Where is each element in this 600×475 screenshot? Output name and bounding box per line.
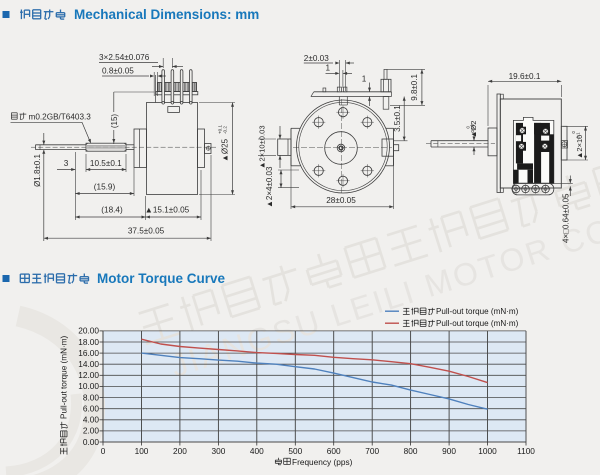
svg-text:▲2×10: ▲2×10 [575, 135, 584, 159]
svg-text:12.00: 12.00 [78, 370, 99, 380]
svg-text:1100: 1100 [517, 446, 535, 456]
svg-text:8.00: 8.00 [83, 392, 100, 402]
svg-text:900: 900 [442, 446, 456, 456]
svg-text:3: 3 [64, 159, 69, 168]
svg-text:Mechanical Dimensions: mm: Mechanical Dimensions: mm [74, 7, 259, 22]
svg-text:700: 700 [365, 446, 379, 456]
svg-text:9.8±0.1: 9.8±0.1 [410, 74, 419, 101]
svg-text:Pull-out torque (mN·m): Pull-out torque (mN·m) [436, 319, 519, 328]
svg-text:(15.9): (15.9) [94, 183, 116, 192]
svg-text:Pull-out torque (mN·m): Pull-out torque (mN·m) [60, 335, 69, 419]
svg-text:▲15.1±0.05: ▲15.1±0.05 [145, 206, 190, 215]
svg-text:+0.1: +0.1 [218, 124, 223, 134]
svg-text:1000: 1000 [478, 446, 497, 456]
svg-text:0: 0 [101, 446, 106, 456]
svg-text:500: 500 [288, 446, 302, 456]
svg-text:200: 200 [173, 446, 187, 456]
svg-text:1: 1 [326, 64, 331, 73]
svg-text:100: 100 [135, 446, 149, 456]
svg-text:300: 300 [211, 446, 225, 456]
svg-text:4×□0.64±0.05: 4×□0.64±0.05 [561, 193, 570, 243]
svg-text:0.00: 0.00 [83, 437, 100, 447]
svg-text:(18.4): (18.4) [101, 206, 123, 215]
svg-text:3.5±0.1: 3.5±0.1 [393, 105, 402, 132]
svg-text:-0.2: -0.2 [223, 126, 228, 134]
svg-text:18.00: 18.00 [78, 337, 99, 347]
svg-text:20.00: 20.00 [78, 326, 99, 336]
svg-text:Motor Torque Curve: Motor Torque Curve [97, 271, 225, 286]
svg-text:14.00: 14.00 [78, 359, 99, 369]
svg-text:16.00: 16.00 [78, 348, 99, 358]
svg-text:28±0.05: 28±0.05 [326, 196, 356, 205]
svg-text:Frequency (pps): Frequency (pps) [292, 457, 353, 467]
svg-text:800: 800 [404, 446, 418, 456]
svg-text:600: 600 [327, 446, 341, 456]
svg-text:0: 0 [466, 126, 471, 129]
svg-text:▲Ø25: ▲Ø25 [221, 138, 230, 162]
svg-text:▲2×4±0.03: ▲2×4±0.03 [265, 166, 274, 208]
svg-text:10.5±0.1: 10.5±0.1 [90, 159, 122, 168]
svg-text:400: 400 [250, 446, 264, 456]
svg-text:19.6±0.1: 19.6±0.1 [509, 72, 541, 81]
svg-text:37.5±0.05: 37.5±0.05 [128, 227, 165, 236]
svg-text:4.00: 4.00 [83, 415, 100, 425]
svg-text:3×2.54±0.076: 3×2.54±0.076 [99, 53, 150, 62]
svg-text:(15): (15) [110, 114, 119, 129]
svg-text:▲2×10±0.03: ▲2×10±0.03 [258, 125, 267, 169]
svg-text:2.00: 2.00 [83, 426, 100, 436]
svg-text:0.8±0.05: 0.8±0.05 [102, 67, 134, 76]
svg-text:10.00: 10.00 [78, 381, 99, 391]
svg-text:Ø1.8±0.1: Ø1.8±0.1 [33, 154, 42, 187]
svg-text:0: 0 [571, 131, 576, 134]
svg-text:m0.2GB/T6403.3: m0.2GB/T6403.3 [29, 113, 92, 122]
svg-text:6.00: 6.00 [83, 404, 100, 414]
svg-text:-0.02: -0.02 [470, 123, 475, 134]
svg-text:1: 1 [362, 75, 367, 84]
svg-text:-0.1: -0.1 [576, 132, 581, 140]
svg-text:2±0.03: 2±0.03 [304, 54, 329, 63]
svg-text:Pull-out torque (mN·m): Pull-out torque (mN·m) [436, 307, 519, 316]
svg-text:▲Ø2: ▲Ø2 [469, 121, 478, 138]
